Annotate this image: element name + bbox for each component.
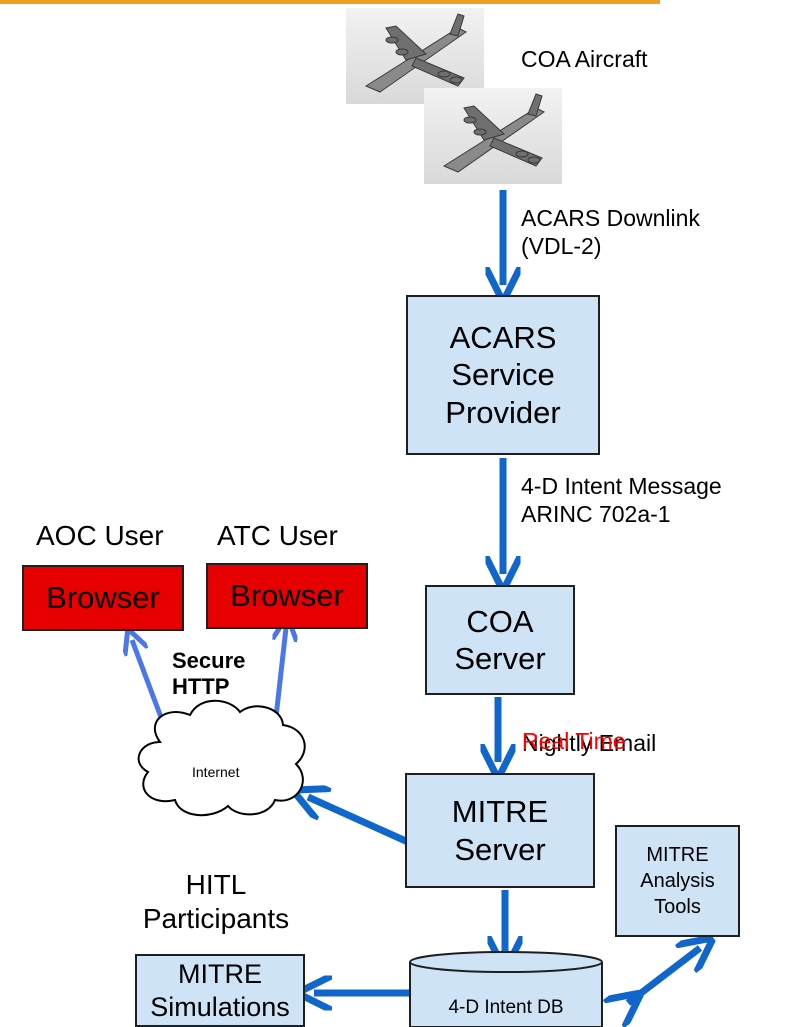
real-time-label: Real Time xyxy=(522,728,626,754)
downlink-label: ACARS Downlink (VDL-2) xyxy=(521,205,700,259)
arrow-internet-to-aoc-browser xyxy=(132,640,168,729)
hitl-participants-label: HITL Participants xyxy=(142,869,290,934)
coa-server-box: COA Server xyxy=(425,585,575,695)
atc-user-label: ATC User xyxy=(217,520,338,551)
top-accent-bar xyxy=(0,0,660,4)
nightly-email-label: Nightly Email xyxy=(522,730,657,756)
intent-db-label: 4-D Intent DB xyxy=(448,997,564,1018)
internet-cloud xyxy=(137,699,306,817)
intent-message-label: 4-D Intent Message ARINC 702a-1 xyxy=(521,473,722,527)
aoc-user-label: AOC User xyxy=(36,520,164,551)
aoc-browser[interactable]: Browser xyxy=(22,565,184,631)
acars-service-provider-box: ACARS Service Provider xyxy=(406,295,600,455)
mitre-server-box: MITRE Server xyxy=(405,773,595,888)
mitre-simulations-box: MITRE Simulations xyxy=(135,954,305,1027)
internet-label: Internet xyxy=(192,764,240,780)
atc-browser[interactable]: Browser xyxy=(206,563,368,629)
aircraft-image-2 xyxy=(424,88,562,184)
secure-http-label: Secure HTTP xyxy=(172,648,246,700)
mitre-analysis-tools-box: MITRE Analysis Tools xyxy=(615,825,740,937)
arrow-internet-to-atc-browser xyxy=(276,628,286,718)
intent-db-cylinder xyxy=(409,951,603,1027)
arrow-db-analysis-tools xyxy=(628,948,700,1003)
arrow-mitre-to-internet xyxy=(308,797,410,846)
aircraft-label: COA Aircraft xyxy=(521,46,648,72)
